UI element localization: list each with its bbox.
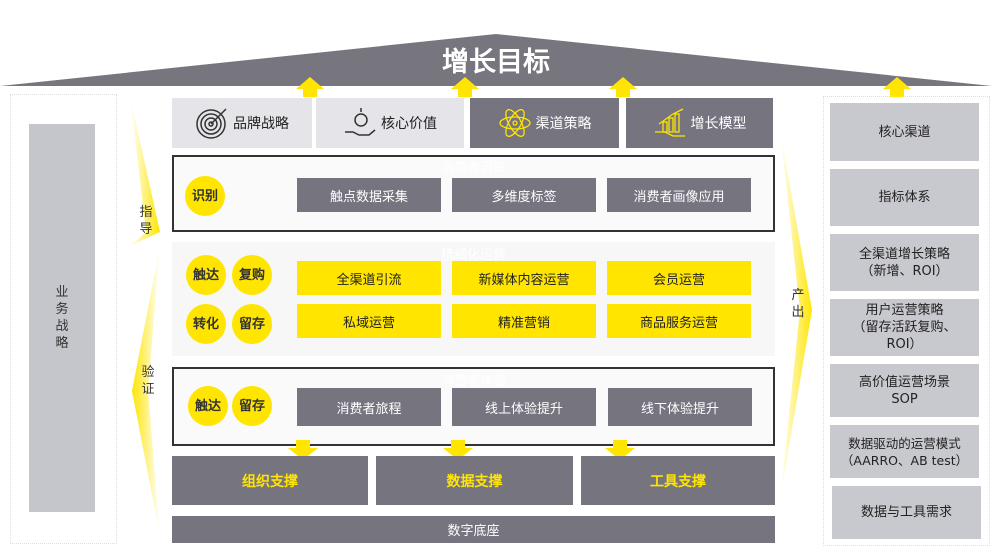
atom-icon bbox=[498, 109, 531, 137]
up-arrow-icon bbox=[451, 77, 479, 97]
tile-label: 核心价值 bbox=[381, 116, 437, 132]
item-multi-tags[interactable]: 多维度标签 bbox=[452, 178, 596, 212]
down-arrow-icon bbox=[288, 440, 318, 460]
item-offline-experience[interactable]: 线下体验提升 bbox=[608, 388, 752, 426]
growth-chart-icon bbox=[654, 108, 685, 137]
repurchase-circle: 复购 bbox=[232, 255, 272, 295]
tool-support[interactable]: 工具支撑 bbox=[581, 456, 775, 505]
item-precision-marketing[interactable]: 精准营销 bbox=[452, 304, 596, 338]
reach-circle: 触达 bbox=[188, 386, 228, 426]
up-arrows bbox=[296, 77, 911, 97]
up-arrow-icon bbox=[883, 77, 911, 97]
output-data-driven: 数据驱动的运营模式 （AARRO、AB test） bbox=[830, 425, 979, 478]
output-core-channel: 核心渠道 bbox=[830, 103, 979, 161]
identify-circle: 识别 bbox=[185, 176, 225, 216]
tile-core-value[interactable]: 核心价值 bbox=[316, 98, 464, 148]
guide-label: 指导 bbox=[139, 205, 153, 237]
item-new-media[interactable]: 新媒体内容运营 bbox=[452, 261, 596, 295]
item-persona[interactable]: 消费者画像应用 bbox=[607, 178, 751, 212]
retain-circle: 留存 bbox=[232, 304, 272, 344]
tile-label: 增长模型 bbox=[690, 116, 747, 132]
growth-goal-title: 增长目标 bbox=[442, 47, 550, 78]
data-support[interactable]: 数据支撑 bbox=[376, 456, 573, 505]
section-title: 消费者洞察 bbox=[440, 161, 506, 176]
convert-circle: 转化 bbox=[186, 304, 226, 344]
section-title: 精细化运营 bbox=[440, 248, 506, 263]
item-membership[interactable]: 会员运营 bbox=[607, 261, 751, 295]
business-strategy-label: 业务战略 bbox=[55, 285, 69, 351]
item-consumer-journey[interactable]: 消费者旅程 bbox=[297, 388, 441, 426]
roof bbox=[0, 34, 992, 97]
down-arrow-icon bbox=[605, 440, 635, 460]
reach-circle: 触达 bbox=[186, 255, 226, 295]
left-panel bbox=[10, 94, 117, 544]
up-arrow-icon bbox=[296, 77, 324, 97]
section-title: 消费者体验 bbox=[440, 374, 506, 389]
right-panel bbox=[823, 96, 990, 546]
tile-label: 品牌战略 bbox=[233, 116, 289, 132]
output-data-tools: 数据与工具需求 bbox=[832, 486, 981, 539]
tile-channel-strategy[interactable]: 渠道策略 bbox=[470, 98, 619, 148]
item-omni-channel[interactable]: 全渠道引流 bbox=[297, 261, 441, 295]
item-touchpoint-data[interactable]: 触点数据采集 bbox=[297, 178, 441, 212]
tile-label: 渠道策略 bbox=[535, 116, 592, 132]
tile-growth-model[interactable]: 增长模型 bbox=[626, 98, 773, 148]
left-chevrons bbox=[130, 96, 160, 536]
item-product-service[interactable]: 商品服务运营 bbox=[607, 304, 751, 338]
tile-brand-strategy[interactable]: 品牌战略 bbox=[172, 98, 312, 148]
output-chevron bbox=[780, 130, 812, 500]
money-hand-icon bbox=[345, 108, 376, 136]
up-arrow-icon bbox=[609, 77, 637, 97]
org-support[interactable]: 组织支撑 bbox=[172, 456, 368, 505]
target-icon bbox=[196, 108, 227, 139]
down-arrows bbox=[288, 440, 635, 460]
output-metric-system: 指标体系 bbox=[830, 169, 979, 226]
output-high-value-sop: 高价值运营场景 SOP bbox=[830, 364, 979, 417]
business-strategy: 业务战略 bbox=[29, 124, 95, 512]
verify-label: 验证 bbox=[141, 365, 155, 397]
output-label: 产出 bbox=[791, 288, 805, 320]
retain-circle: 留存 bbox=[232, 386, 272, 426]
item-private-domain[interactable]: 私域运营 bbox=[297, 304, 441, 338]
item-online-experience[interactable]: 线上体验提升 bbox=[452, 388, 596, 426]
down-arrow-icon bbox=[443, 440, 473, 460]
output-channel-growth: 全渠道增长策略 （新增、ROI） bbox=[830, 234, 979, 291]
output-user-operation: 用户运营策略 （留存活跃复购、 ROI） bbox=[830, 299, 979, 356]
digital-base[interactable]: 数字底座 bbox=[172, 516, 775, 543]
